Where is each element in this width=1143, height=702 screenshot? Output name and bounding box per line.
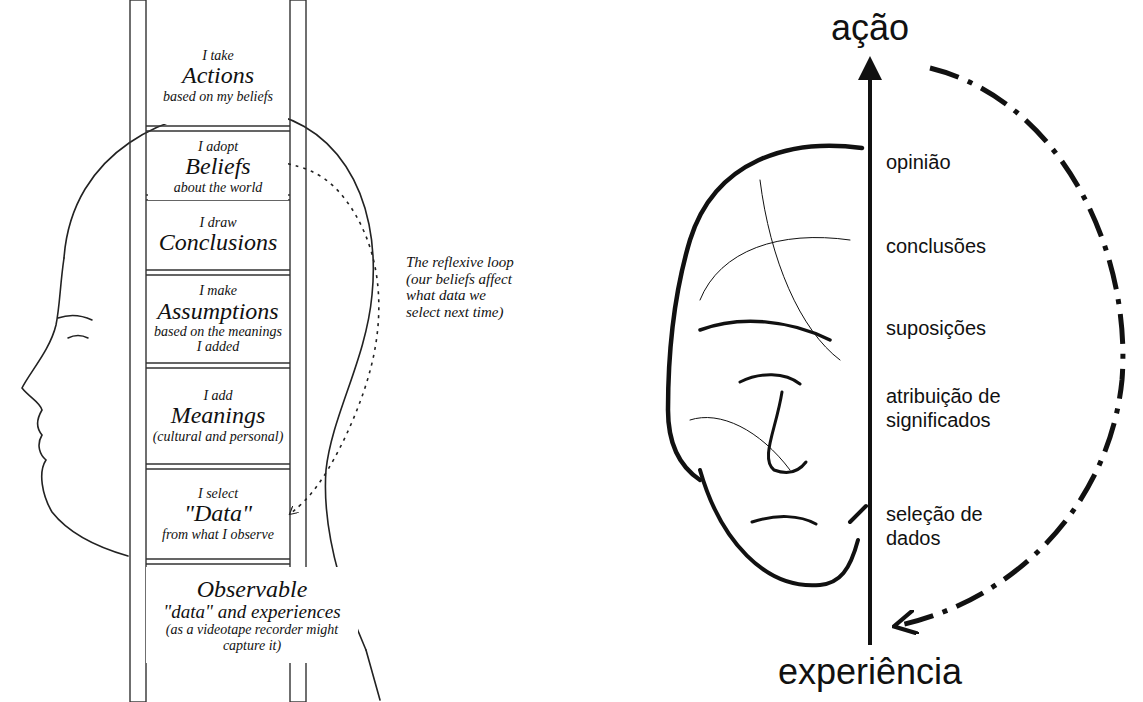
step-text: about the world: [174, 180, 263, 195]
ladder-rung: [146, 363, 290, 368]
ladder-step: Observable"data" and experiences(as a vi…: [146, 567, 358, 663]
ladder-step: I takeActionsbased on my beliefs: [148, 28, 288, 124]
axis-end-label: ação: [831, 6, 909, 49]
ladder-rung: [146, 126, 290, 131]
eye: [68, 336, 88, 339]
brow: [700, 321, 830, 340]
neck: [366, 650, 380, 700]
sketch-line: [690, 417, 790, 470]
step-text: I make: [199, 283, 237, 298]
ladder-step: I makeAssumptionsbased on the meanings I…: [148, 278, 288, 360]
head-outline: [668, 146, 862, 480]
step-heading: Conclusions: [159, 230, 278, 255]
step-text: from what I observe: [162, 527, 274, 542]
mouth: [752, 517, 816, 524]
stage-label: conclusões: [886, 234, 1036, 258]
step-heading: Actions: [182, 63, 254, 88]
step-heading: Meanings: [171, 403, 266, 428]
ladder-step: I adoptBeliefsabout the world: [148, 134, 288, 200]
neck: [850, 506, 866, 522]
ladder-rail: [130, 0, 146, 702]
head-sketch: [668, 146, 866, 586]
jaw: [700, 470, 858, 585]
ladder-rung: [146, 559, 290, 564]
stage-label: atribuição de significados: [886, 384, 1031, 432]
ladder-step: I drawConclusions: [148, 203, 288, 267]
ladder-rung: [146, 270, 290, 275]
head-sketch: [22, 110, 380, 700]
reflexive-loop-arrow: [288, 164, 379, 514]
axis-end-label: experiência: [778, 650, 962, 693]
step-text: based on my beliefs: [163, 89, 273, 104]
step-text: I add: [203, 388, 232, 403]
step-text: (cultural and personal): [153, 429, 284, 444]
stage-label: suposições: [886, 316, 1036, 340]
ladder-step: I addMeanings(cultural and personal): [148, 371, 288, 461]
vertical-arrow: [868, 60, 872, 645]
stage-label: seleção de dados: [886, 502, 1021, 550]
step-heading: Observable: [197, 577, 308, 602]
ladder-step: I select"Data"from what I observe: [148, 472, 288, 556]
step-heading: Assumptions: [157, 299, 278, 324]
step-text: I take: [202, 48, 233, 63]
step-text: I adopt: [198, 139, 238, 154]
sketch-line: [700, 238, 850, 301]
nose: [768, 392, 806, 472]
step-text: I draw: [200, 215, 237, 230]
ladder-rung: [146, 464, 290, 469]
step-heading: "Data": [184, 501, 252, 526]
stage-label: opinião: [886, 150, 1036, 174]
step-text: (as a videotape recorder might capture i…: [150, 622, 354, 653]
eye: [740, 375, 800, 384]
face-profile: [22, 258, 128, 556]
step-text: based on the meanings I added: [152, 324, 284, 355]
brow: [58, 315, 92, 320]
step-heading: Beliefs: [185, 154, 250, 179]
step-text: I select: [198, 486, 238, 501]
sketch-line: [760, 180, 840, 360]
step-text: "data" and experiences: [163, 602, 340, 622]
edge-label: The reflexive loop (our beliefs affect w…: [404, 252, 520, 322]
